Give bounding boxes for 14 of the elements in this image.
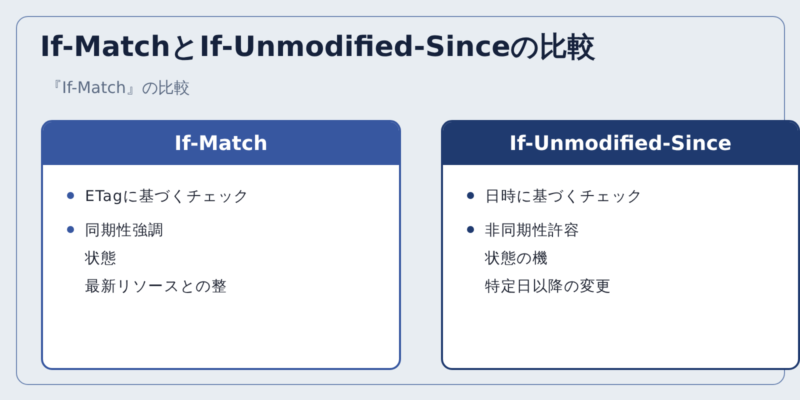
subtitle: 『If-Match』の比較: [46, 78, 190, 98]
list-item: 同期性強調: [85, 220, 164, 240]
list-item: 状態の機: [485, 248, 548, 268]
title: If-MatchとIf-Unmodified-Sinceの比較: [40, 29, 596, 65]
card-header: If-Match: [43, 122, 399, 165]
comparison-card: [441, 120, 800, 370]
comparison-card: [41, 120, 401, 370]
card-header: If-Unmodified-Since: [443, 122, 798, 165]
list-item: 状態: [85, 248, 117, 268]
list-item: ETagに基づくチェック: [85, 186, 250, 206]
list-item: 非同期性許容: [485, 220, 580, 240]
list-item: 最新リソースとの整: [85, 276, 228, 296]
list-item: 日時に基づくチェック: [485, 186, 643, 206]
list-item: 特定日以降の変更: [485, 276, 612, 296]
